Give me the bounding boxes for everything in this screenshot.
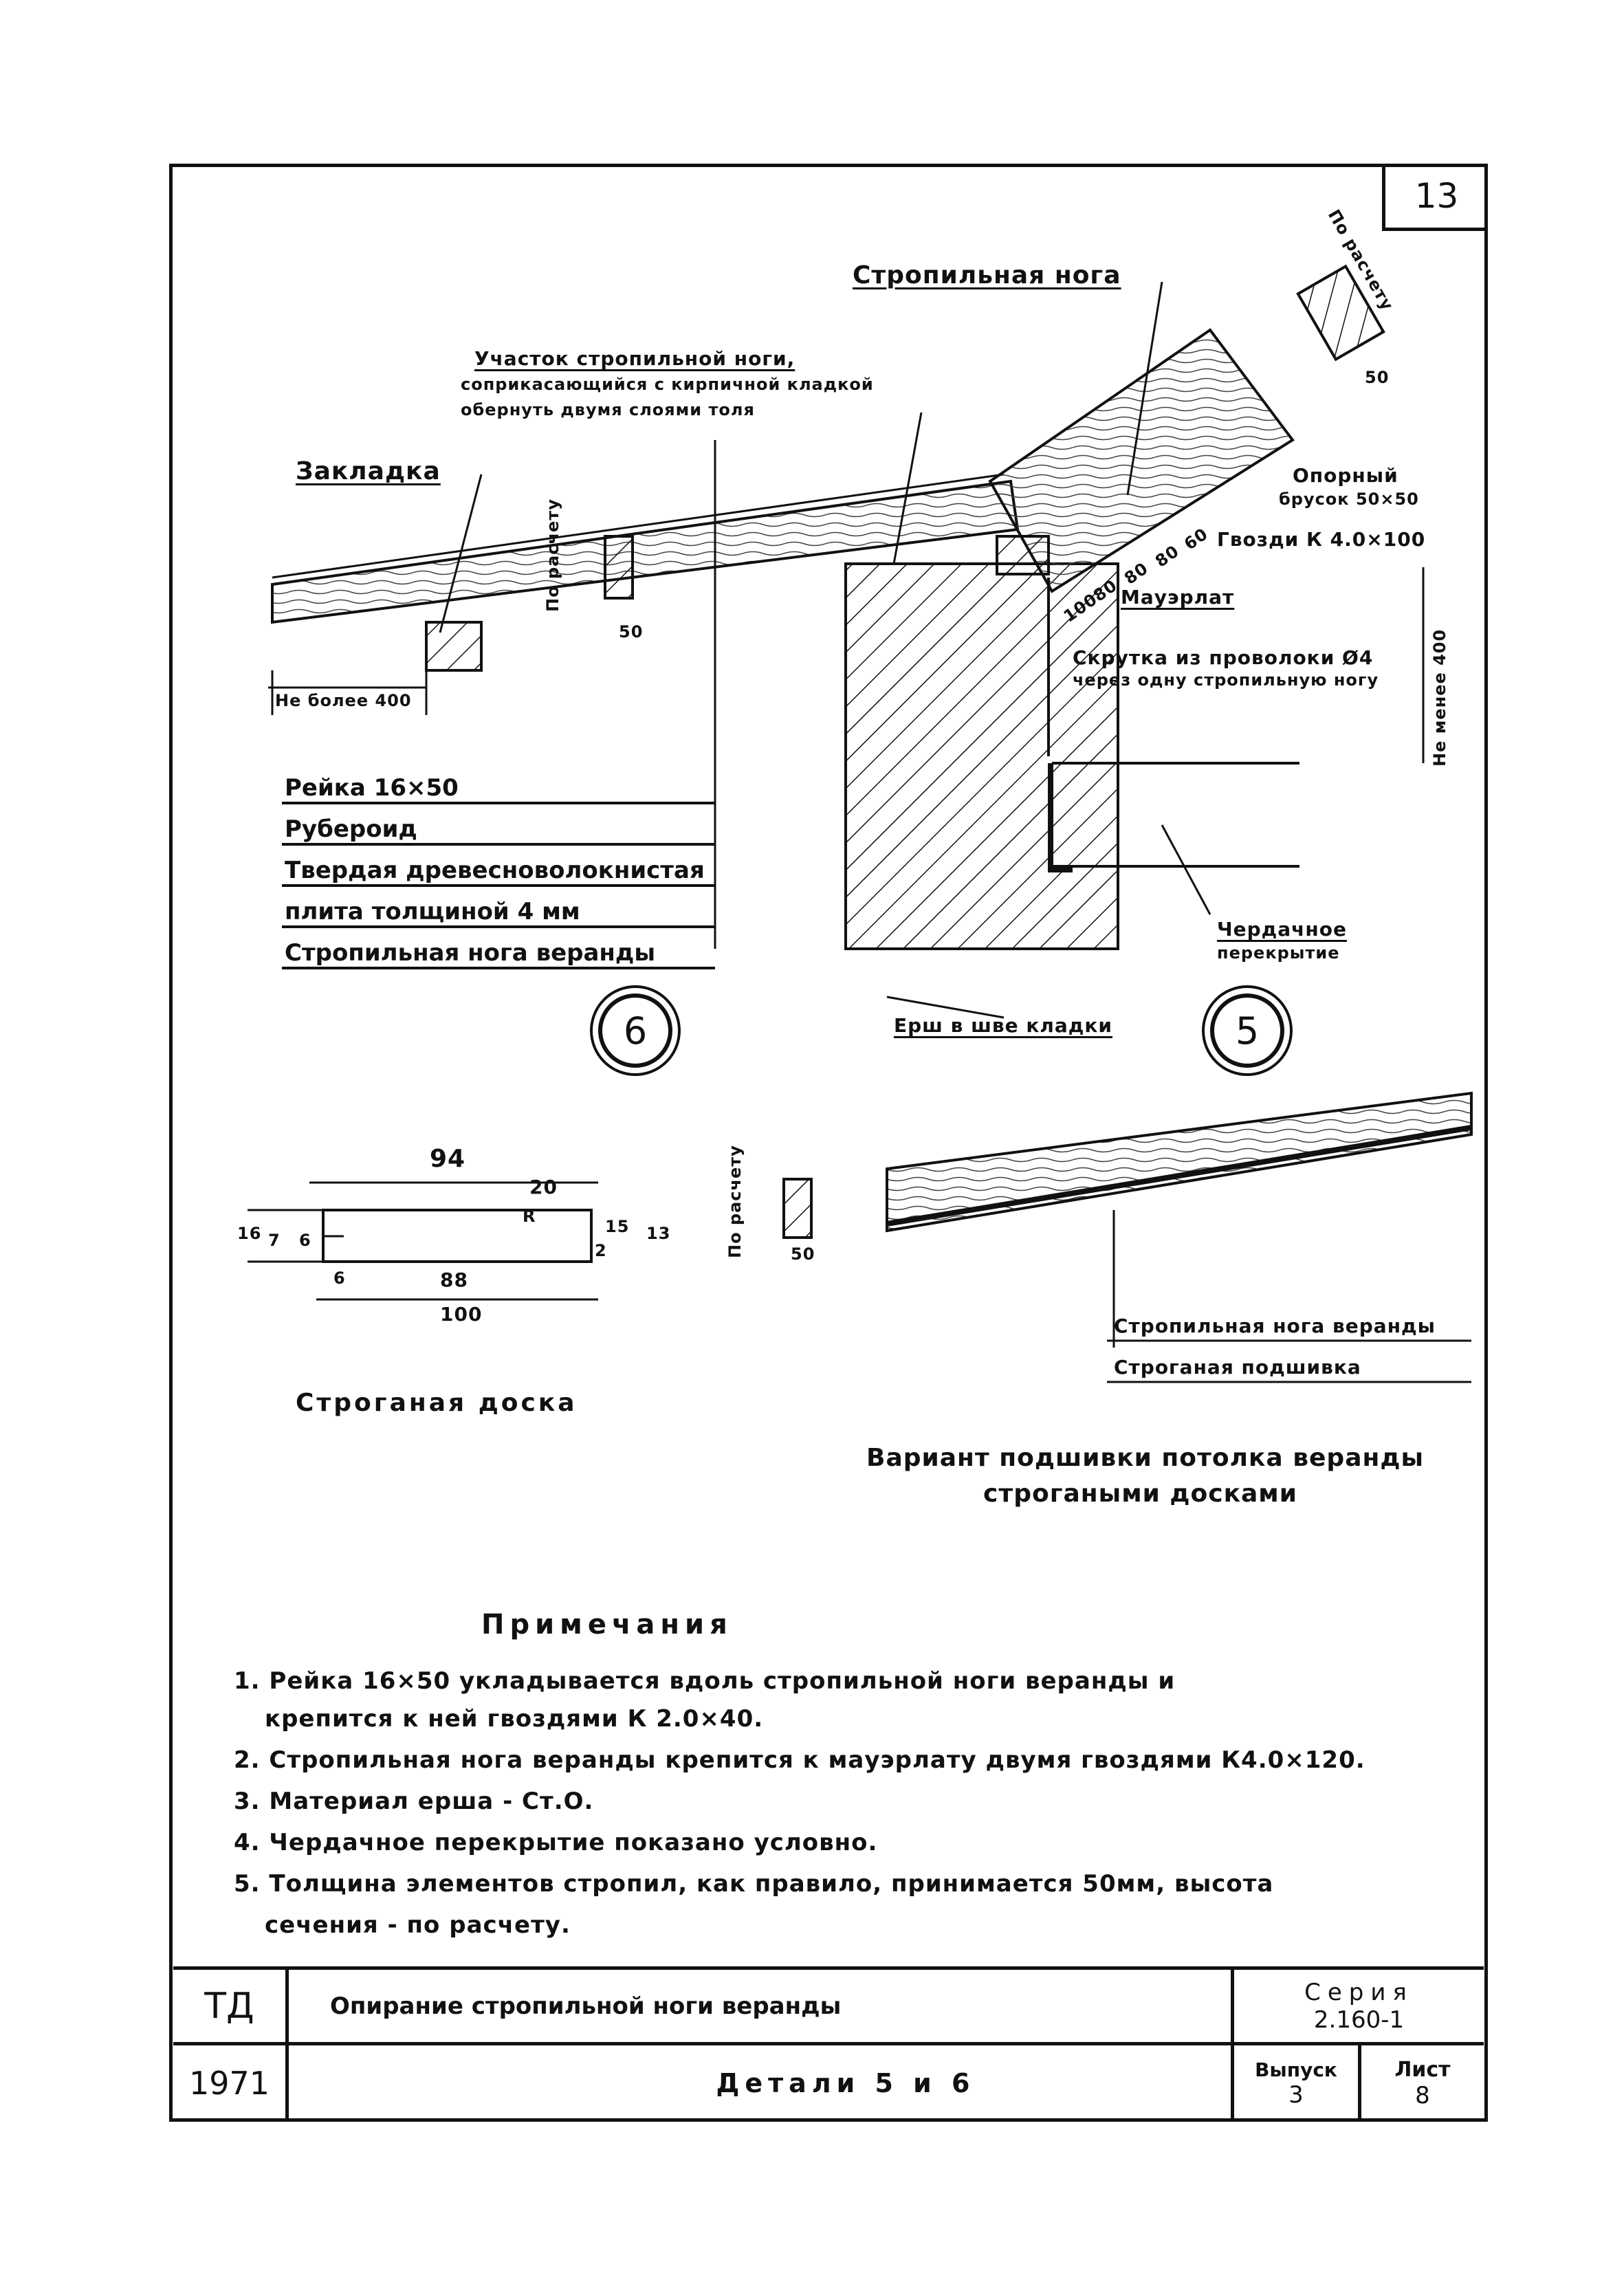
label-attic-floor-1: Чердачное	[1217, 918, 1347, 941]
drawing-frame	[169, 164, 1488, 2122]
series-label: Серия	[1304, 1978, 1414, 2006]
callout-detail-6: 6	[590, 985, 681, 1076]
mauerlat-block	[996, 535, 1050, 575]
sheet-label: Лист	[1394, 2057, 1451, 2082]
board-title: Строганая доска	[296, 1389, 578, 1417]
dim-2: 2	[595, 1241, 607, 1260]
label-wire-twist-1: Скрутка из проволоки Ø4	[1073, 646, 1374, 669]
label-section-note-3: обернуть двумя слоями толя	[461, 400, 755, 419]
layer-row: плита толщиной 4 мм	[282, 887, 715, 928]
soffit-rafter	[886, 1091, 1473, 1233]
label-support-bar-2: брусок 50×50	[1279, 490, 1419, 509]
label-rafter-leg: Стропильная нога	[853, 261, 1121, 289]
dim-13: 13	[646, 1224, 671, 1243]
dim-88: 88	[440, 1269, 468, 1291]
variant-dim-50: 50	[791, 1244, 815, 1264]
variant-legend-1: Стропильная нога веранды	[1114, 1315, 1436, 1337]
dim-94: 94	[430, 1145, 466, 1173]
issue-label: Выпуск	[1255, 2058, 1337, 2081]
note-line: крепится к ней гвоздями К 2.0×40.	[265, 1705, 764, 1733]
layer-row: Рейка 16×50	[282, 763, 715, 804]
label-mauerlat: Мауэрлат	[1121, 586, 1235, 608]
insert-block	[425, 621, 483, 672]
title-block-year: 1971	[173, 2045, 289, 2121]
label-section-note-2: соприкасающийся с кирпичной кладкой	[461, 375, 874, 394]
note-line: 1. Рейка 16×50 укладывается вдоль стропи…	[234, 1667, 1176, 1695]
layer-row: Рубероид	[282, 804, 715, 846]
layer-row: Стропильная нога веранды	[282, 928, 715, 969]
label-per-calc-left: По расчету	[543, 498, 562, 612]
dim-100: 100	[440, 1303, 483, 1326]
label-insert: Закладка	[296, 457, 441, 485]
note-line: 2. Стропильная нога веранды крепится к м…	[234, 1746, 1365, 1774]
note-line: 4. Чердачное перекрытие показано условно…	[234, 1829, 878, 1856]
label-section-note-1: Участок стропильной ноги,	[474, 347, 795, 370]
dim-15: 15	[605, 1217, 630, 1236]
layer-row: Твердая древесноволокнистая	[282, 846, 715, 887]
label-dim-50-left: 50	[619, 622, 644, 641]
variant-per-calc: По расчету	[725, 1145, 745, 1258]
note-line: 3. Материал ерша - Ст.О.	[234, 1788, 594, 1815]
note-line: 5. Толщина элементов стропил, как правил…	[234, 1870, 1274, 1898]
title-block-subtitle: Детали 5 и 6	[716, 2068, 976, 2098]
note-line: сечения - по расчету.	[265, 1911, 571, 1939]
dim-r: R	[523, 1207, 536, 1226]
callout-detail-5: 5	[1202, 985, 1293, 1076]
dim-20: 20	[529, 1176, 558, 1198]
variant-caption-2: строгаными досками	[983, 1480, 1297, 1508]
dim-7: 7	[268, 1231, 281, 1250]
board-profile	[322, 1209, 593, 1263]
label-support-bar-1: Опорный	[1293, 464, 1398, 487]
dim-16: 16	[237, 1224, 262, 1243]
dim-6: 6	[333, 1269, 346, 1288]
title-block-sheet: Лист 8	[1358, 2045, 1484, 2121]
issue-value: 3	[1288, 2080, 1304, 2109]
title-block-series: Серия 2.160-1	[1231, 1970, 1484, 2045]
dim-6-left: 6	[299, 1231, 311, 1250]
title-block-title: Опирание стропильной ноги веранды	[289, 1970, 1416, 2045]
label-wire-twist-2: через одну стропильную ногу	[1073, 670, 1379, 690]
label-dim-50-top: 50	[1365, 368, 1390, 387]
sheet-number: 13	[1382, 164, 1488, 231]
label-not-more-400: Не более 400	[275, 691, 412, 710]
label-nails: Гвозди К 4.0×100	[1217, 528, 1426, 551]
sheet-value: 8	[1415, 2081, 1430, 2109]
variant-legend-2: Строганая подшивка	[1114, 1356, 1361, 1379]
title-block-issue: Выпуск 3	[1231, 2045, 1358, 2121]
series-value: 2.160-1	[1313, 2006, 1405, 2034]
title-block: ТД 1971 Опирание стропильной ноги веранд…	[173, 1966, 1484, 2121]
notes-title: Примечания	[481, 1609, 733, 1640]
label-ruff: Ерш в шве кладки	[894, 1014, 1112, 1037]
variant-caption-1: Вариант подшивки потолка веранды	[866, 1444, 1424, 1472]
brick-wall	[844, 562, 1119, 950]
label-attic-floor-2: перекрытие	[1217, 943, 1340, 963]
title-block-org: ТД	[173, 1970, 289, 2045]
label-not-less-400: Не менее 400	[1430, 628, 1449, 767]
